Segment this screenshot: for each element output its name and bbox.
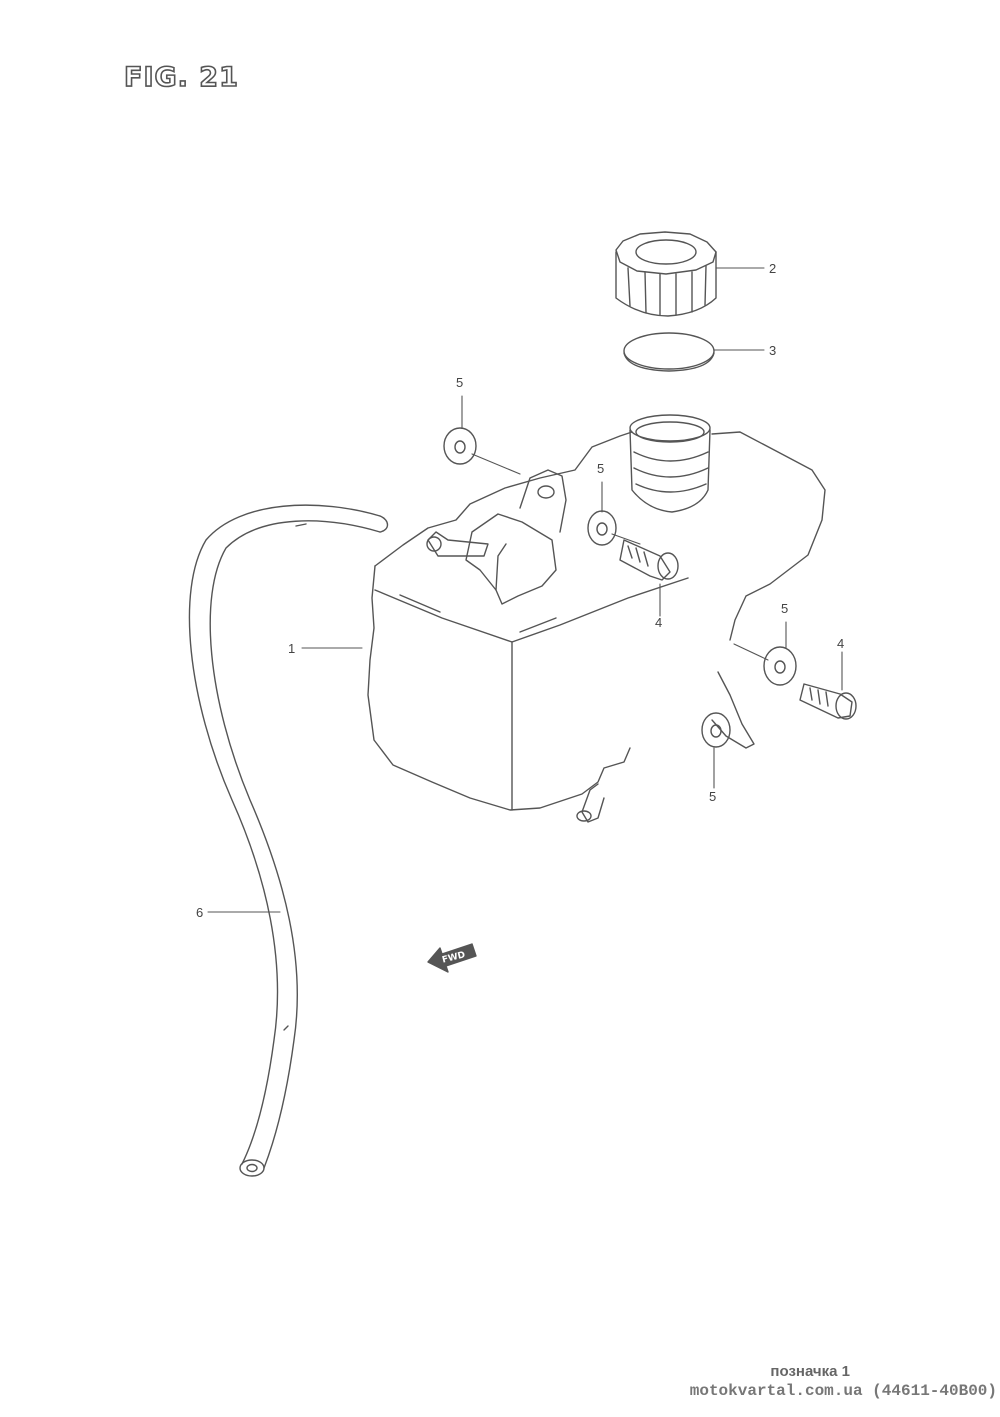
callout-5-top: 5 (456, 375, 464, 390)
footer-label: позначка 1 (770, 1363, 850, 1380)
mounting-bolt (619, 539, 679, 581)
washer (587, 510, 617, 546)
callout-5-right: 5 (781, 601, 789, 616)
callout-4-right: 4 (837, 636, 845, 651)
callout-3: 3 (769, 343, 777, 358)
cap-gasket (623, 332, 715, 372)
callout-6: 6 (196, 905, 204, 920)
callout-5-lower: 5 (709, 789, 717, 804)
washer (701, 712, 731, 748)
mounting-bolt (799, 683, 857, 720)
callout-2: 2 (769, 261, 777, 276)
footer-site: motokvartal.com.ua (44611-40B00) (689, 1382, 997, 1400)
washer (763, 646, 797, 686)
reservoir-tank (367, 414, 826, 823)
figure-title: FIG. 21 (123, 61, 239, 94)
forward-arrow-icon (427, 943, 477, 973)
callout-1: 1 (288, 641, 296, 656)
leader-lines (207, 267, 843, 913)
callout-5-upper: 5 (597, 461, 605, 476)
filler-cap (615, 231, 717, 317)
callout-4-upper: 4 (655, 615, 663, 630)
washer (443, 427, 477, 465)
reservoir-hose (188, 504, 389, 1177)
